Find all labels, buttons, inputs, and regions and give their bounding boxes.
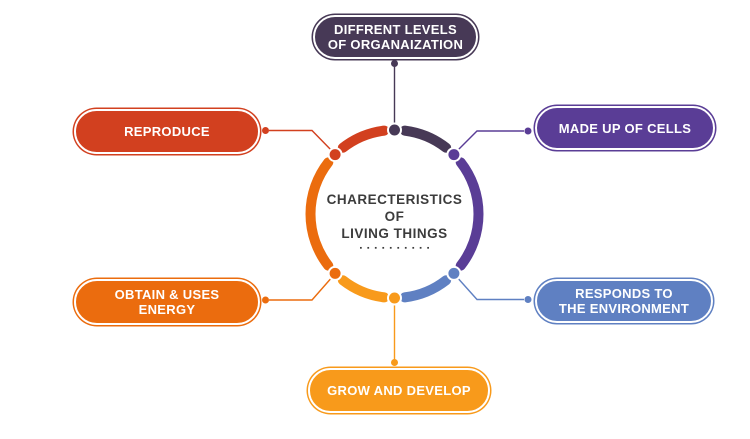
branch-pill-responds-to-the-environment: RESPONDS TO THE ENVIRONMENT <box>535 279 713 323</box>
center-title-line-2: OF <box>384 209 405 224</box>
pill-end-dot-left-top <box>262 127 269 134</box>
ring-arc-bottom-left <box>337 275 390 303</box>
pill-end-dot-top <box>391 60 398 67</box>
ring-arc-left <box>305 157 334 271</box>
connector-left-bottom <box>269 275 335 301</box>
ring-arc-top-right <box>399 125 452 153</box>
center-title: CHARECTERISTICS OF LIVING THINGS ▪▪▪▪▪▪▪… <box>314 191 475 252</box>
center-title-line-1: CHARECTERISTICS <box>326 192 463 207</box>
center-title-line-3: LIVING THINGS <box>341 226 448 241</box>
branch-pill-reproduce: REPRODUCE <box>74 109 260 154</box>
ring-dot-left-bottom <box>327 265 343 281</box>
branch-pill-different-levels-of-organization: DIFFRENT LEVELS OF ORGANAIZATION <box>313 15 478 59</box>
ring-dot-left-top <box>327 147 343 163</box>
ring-arc-bottom-right <box>399 275 452 303</box>
pill-end-dot-bottom <box>391 359 398 366</box>
ring-dot-right-top <box>446 147 462 163</box>
pill-end-dot-left-bottom <box>262 296 269 304</box>
pill-end-dot-right-bottom <box>524 296 532 303</box>
connector-right-bottom <box>454 275 524 301</box>
ring-arc-top-left <box>337 125 390 153</box>
ring-dot-bottom <box>387 290 402 306</box>
connector-left-top <box>269 129 335 153</box>
connector-right-top <box>455 130 524 153</box>
ring-dot-top <box>387 122 402 138</box>
branch-pill-grow-and-develop: GROW AND DEVELOP <box>308 368 490 413</box>
branch-pill-made-up-of-cells: MADE UP OF CELLS <box>535 106 715 150</box>
ring-dot-right-bottom <box>446 265 462 281</box>
branch-pill-obtain-and-uses-energy: OBTAIN & USES ENERGY <box>74 279 260 325</box>
pill-end-dot-right-top <box>524 127 532 135</box>
ring-arc-right <box>455 157 484 271</box>
center-dots-row: ▪▪▪▪▪▪▪▪▪▪ <box>359 245 435 252</box>
